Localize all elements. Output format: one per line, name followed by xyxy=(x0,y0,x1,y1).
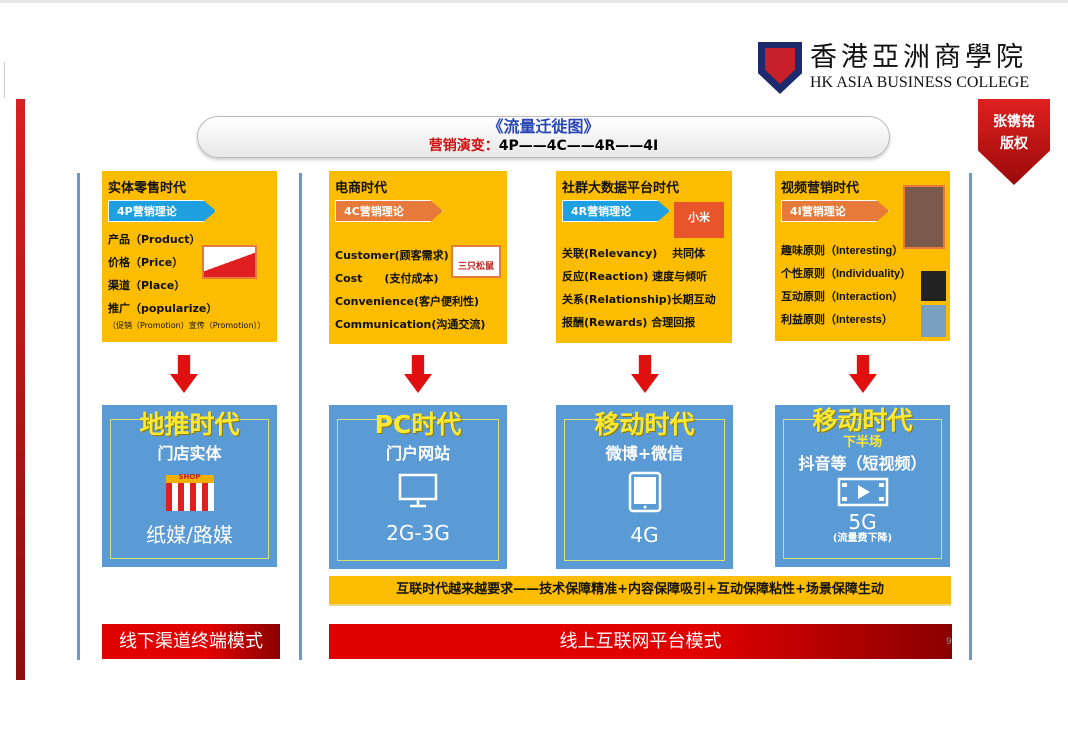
three-squirrels-logo: 三只松鼠 xyxy=(451,245,501,278)
subtitle: 营销演变：4P——4C——4R——4I xyxy=(198,137,889,155)
stage-card-short-video: 移动时代 下半场 抖音等（短视频） 5G (流量费下降) xyxy=(775,405,950,567)
era-heading: 实体零售时代 xyxy=(108,181,187,196)
era-heading: 电商时代 xyxy=(335,181,388,196)
logo-english: HK ASIA BUSINESS COLLEGE xyxy=(810,74,1030,91)
shop-icon: SHOP xyxy=(165,473,214,511)
stage-half: 下半场 xyxy=(842,435,882,450)
era-line: 趣味原则（Interesting） xyxy=(781,245,904,257)
stage-title: 地推时代 xyxy=(139,410,240,439)
era-line: Convenience(客户便利性) xyxy=(335,295,480,308)
divider-line xyxy=(969,173,972,660)
video-thumbnail xyxy=(921,271,946,301)
video-thumbnail xyxy=(921,305,946,337)
page-number: 9 xyxy=(946,637,952,647)
era-line: 个性原则（Individuality） xyxy=(781,268,912,280)
stage-subtitle: 抖音等（短视频） xyxy=(798,454,927,473)
era-card-ecommerce: 电商时代 4C营销理论 Customer(顾客需求) Cost (支付成本) C… xyxy=(329,171,507,344)
ribbon-line2: 版权 xyxy=(1000,136,1028,152)
stage-subtitle: 微博+微信 xyxy=(605,444,684,463)
stage-media: 纸媒/路媒 xyxy=(146,523,233,547)
xiaomi-logo: 小米 xyxy=(674,202,724,238)
requirements-banner: 互联时代越来越要求——技术保障精准+内容保障吸引+互动保障粘性+场景保障生动 xyxy=(329,576,951,606)
subtitle-label: 营销演变： xyxy=(428,138,499,154)
divider-line xyxy=(299,173,302,660)
era-line: Cost (支付成本) xyxy=(335,272,439,285)
era-line: 推广（popularize） xyxy=(108,302,218,315)
theory-tag: 4I营销理论 xyxy=(781,200,889,222)
video-icon xyxy=(837,477,888,507)
video-thumbnail xyxy=(903,185,945,249)
down-arrow-icon xyxy=(170,355,198,393)
salesman-image xyxy=(202,245,257,279)
era-line: 关系(Relationship)长期互动 xyxy=(562,293,716,306)
monitor-icon xyxy=(398,473,438,508)
stage-subtitle: 门店实体 xyxy=(157,444,222,463)
stage-title: PC时代 xyxy=(374,410,462,439)
era-line: 反应(Reaction) 速度与倾听 xyxy=(562,270,708,283)
era-heading: 社群大数据平台时代 xyxy=(562,181,680,196)
logo-chinese: 香港亞洲商學院 xyxy=(810,42,1027,73)
era-card-social: 社群大数据平台时代 4R营销理论 关联(Relevancy) 共同体 反应(Re… xyxy=(556,171,732,343)
page-title: 《流量迁徙图》 xyxy=(487,117,600,136)
stage-card-pc: PC时代 门户网站 2G-3G xyxy=(329,405,507,569)
stage-title: 移动时代 xyxy=(594,410,695,439)
era-line: 渠道（Place） xyxy=(108,279,186,292)
stage-subtitle: 门户网站 xyxy=(385,444,450,463)
ribbon-line1: 张镌铭 xyxy=(993,114,1035,130)
stage-card-ground: 地推时代 门店实体 SHOP 纸媒/路媒 xyxy=(102,405,277,567)
era-line: 利益原则（Interests） xyxy=(781,314,893,326)
tablet-icon xyxy=(628,471,661,513)
shop-icon-label: SHOP xyxy=(178,473,201,481)
down-arrow-icon xyxy=(404,355,432,393)
college-logo: 香港亞洲商學院 HK ASIA BUSINESS COLLEGE xyxy=(758,40,1033,96)
window-edge xyxy=(0,62,5,98)
theory-tag: 4C营销理论 xyxy=(335,200,443,222)
stage-note: (流量费下降) xyxy=(832,533,893,544)
era-line: 产品（Product） xyxy=(108,233,201,246)
era-heading: 视频营销时代 xyxy=(781,181,860,196)
era-line: 关联(Relevancy) 共同体 xyxy=(562,247,706,260)
era-line: 价格（Price） xyxy=(108,256,184,269)
stage-media: 4G xyxy=(630,523,659,547)
era-line: 互动原则（Interaction） xyxy=(781,291,904,303)
divider-line xyxy=(77,173,80,660)
offline-mode-bar: 线下渠道终端模式 xyxy=(102,624,280,659)
stage-media: 5G xyxy=(848,510,877,534)
era-note: （促销（Promotion）宣传（Promotion）） xyxy=(108,321,266,330)
subtitle-value: 4P——4C——4R——4I xyxy=(498,138,659,154)
stage-card-mobile: 移动时代 微博+微信 4G xyxy=(556,405,733,569)
era-line: Customer(顾客需求) xyxy=(335,249,449,262)
theory-tag: 4R营销理论 xyxy=(562,200,670,222)
era-line: 报酬(Rewards) 合理回报 xyxy=(562,316,696,329)
copyright-ribbon: 张镌铭 版权 xyxy=(978,99,1050,185)
top-strip xyxy=(0,0,1068,3)
theory-tag: 4P营销理论 xyxy=(108,200,216,222)
online-mode-bar: 线上互联网平台模式 xyxy=(329,624,952,659)
era-card-retail: 实体零售时代 4P营销理论 产品（Product） 价格（Price） 渠道（P… xyxy=(102,171,277,342)
down-arrow-icon xyxy=(849,355,877,393)
stage-title: 移动时代 xyxy=(812,406,913,435)
era-card-video: 视频营销时代 4I营销理论 趣味原则（Interesting） 个性原则（Ind… xyxy=(775,171,950,341)
title-banner: 《流量迁徙图》 营销演变：4P——4C——4R——4I xyxy=(197,116,890,158)
left-accent-bar xyxy=(16,99,25,680)
era-line: Communication(沟通交流) xyxy=(335,318,486,331)
shield-icon xyxy=(758,42,802,94)
stage-media: 2G-3G xyxy=(386,521,450,545)
down-arrow-icon xyxy=(631,355,659,393)
